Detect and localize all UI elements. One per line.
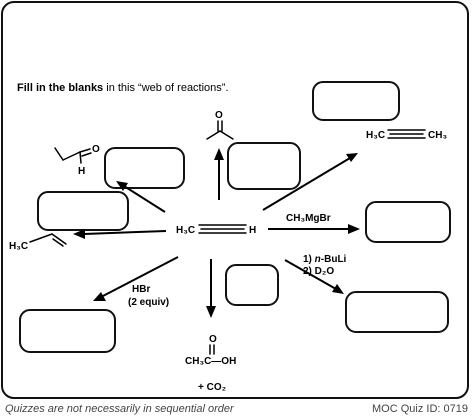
reagent-buli-n: n bbox=[315, 254, 321, 265]
product-propyne: H₃C CH₃ bbox=[366, 129, 447, 141]
reagent-buli-name: -BuLi bbox=[321, 254, 347, 265]
blank-box-lower-right[interactable] bbox=[345, 291, 449, 333]
arrow-grignard bbox=[268, 224, 360, 234]
acetic-acid-formula: CH₃C—OH bbox=[185, 356, 236, 367]
product-acetone: O bbox=[206, 110, 234, 140]
instruction-bold: Fill in the blanks bbox=[17, 82, 104, 94]
arrow-buli-d2o bbox=[284, 259, 344, 294]
product-propanal: O H bbox=[54, 144, 100, 177]
reagent-d2o: 2) D₂O bbox=[303, 266, 334, 277]
footer-note: Quizzes are not necessarily in sequentia… bbox=[5, 403, 234, 415]
blank-box-left[interactable] bbox=[37, 191, 129, 231]
reagent-buli: 1) n-BuLi bbox=[303, 254, 347, 265]
quiz-card bbox=[1, 1, 469, 399]
arrow-to-propanal bbox=[116, 181, 166, 213]
propanal-oxygen: O bbox=[92, 144, 100, 155]
propene-label: H₃C bbox=[9, 241, 28, 252]
reagent-grignard: CH₃MgBr bbox=[286, 213, 331, 224]
quiz-id: MOC Quiz ID: 0719 bbox=[372, 403, 468, 415]
blank-box-top-right[interactable] bbox=[312, 81, 400, 121]
blank-box-right[interactable] bbox=[365, 201, 451, 243]
center-left-label: H₃C bbox=[176, 225, 195, 236]
arrow-to-propyne bbox=[262, 153, 358, 211]
reagent-hbr: HBr bbox=[132, 284, 150, 295]
arrow-to-propene bbox=[73, 229, 167, 239]
propyne-left-label: H₃C bbox=[366, 130, 385, 141]
blank-box-upper-left[interactable] bbox=[104, 147, 185, 189]
reagent-buli-step: 1) bbox=[303, 254, 315, 265]
arrow-to-acetone bbox=[214, 148, 224, 200]
propyne-right-label: CH₃ bbox=[428, 130, 447, 141]
blank-box-lower-middle[interactable] bbox=[225, 264, 279, 306]
reagent-hbr-equiv: (2 equiv) bbox=[128, 297, 169, 308]
product-acetic-acid: O CH₃C—OH bbox=[185, 334, 236, 367]
blank-box-lower-left[interactable] bbox=[19, 309, 116, 353]
reagent-co2: + CO₂ bbox=[198, 382, 226, 393]
arrow-to-acetic-acid bbox=[206, 259, 216, 318]
instruction-text: Fill in the blanks in this “web of react… bbox=[17, 82, 229, 94]
acetic-acid-oxygen: O bbox=[209, 334, 217, 345]
acetone-oxygen: O bbox=[215, 110, 223, 121]
propanal-hydrogen: H bbox=[78, 166, 85, 177]
product-propene: H₃C bbox=[9, 233, 67, 252]
instruction-rest: in this “web of reactions”. bbox=[103, 82, 229, 94]
start-propyne: H₃C H bbox=[176, 224, 256, 236]
center-right-label: H bbox=[249, 225, 256, 236]
arrow-hbr bbox=[93, 256, 179, 301]
blank-box-top-middle[interactable] bbox=[227, 142, 301, 190]
